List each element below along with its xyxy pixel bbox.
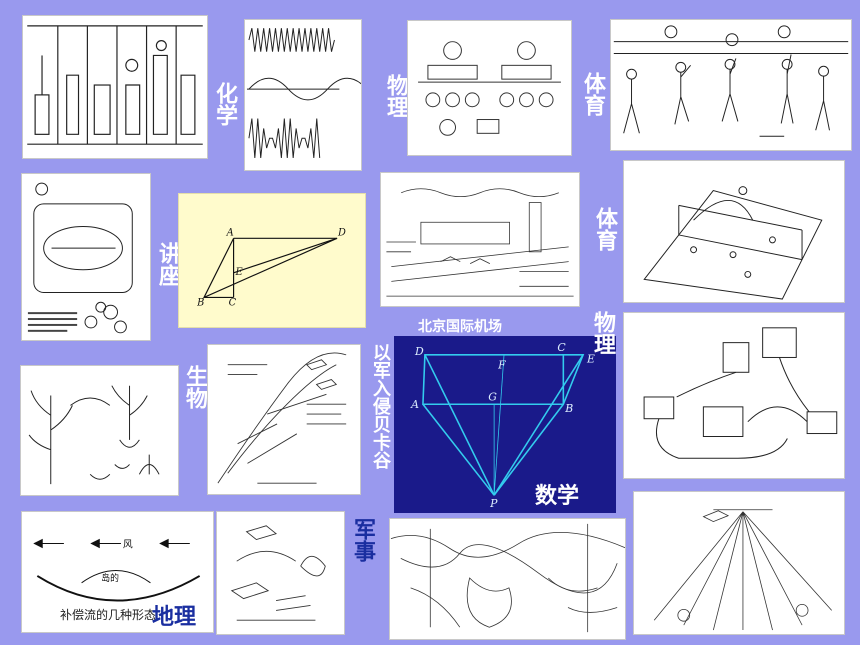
point-C: C	[557, 341, 566, 354]
label-math: 数学	[535, 484, 580, 509]
label-biology: 生物	[182, 365, 207, 409]
point-E: E	[235, 267, 244, 278]
point-B: B	[564, 402, 573, 415]
lecture-cell-diagram-image	[21, 173, 151, 341]
volleyball-players-image	[610, 19, 852, 151]
point-A: A	[226, 227, 234, 238]
geo-caption: 补偿流的几种形态	[60, 608, 157, 622]
military-sketch-image	[216, 511, 345, 635]
label-physics-top: 物理	[383, 74, 408, 118]
triangle-geometry-image: A D E B C	[178, 193, 366, 328]
label-military: 军事	[350, 518, 375, 562]
physics-circuit-image	[623, 312, 845, 479]
geo-wind-text: 风	[123, 538, 133, 550]
physics-wave-image	[244, 19, 362, 171]
label-airport: 北京国际机场	[418, 319, 502, 335]
chemistry-apparatus-image	[22, 15, 208, 159]
label-beqaa-invasion: 以军入侵贝卡谷	[370, 343, 391, 469]
beqaa-valley-map-image	[207, 344, 361, 495]
point-D: D	[337, 227, 346, 238]
beijing-airport-image	[380, 172, 580, 307]
terrain-map-image	[389, 518, 626, 640]
air-battle-diagram-image	[633, 491, 845, 635]
biology-plant-image	[20, 365, 179, 496]
label-lecture: 讲座	[155, 242, 180, 286]
point-D: D	[414, 345, 424, 358]
point-B: B	[196, 297, 204, 308]
geo-island-text: 岛的	[101, 572, 119, 584]
label-physics-right: 物理	[590, 311, 615, 355]
point-A: A	[410, 398, 419, 411]
physics-classroom-image	[407, 20, 572, 156]
geography-current-image: 风 岛的 补偿流的几种形态 地理	[21, 511, 214, 633]
math-pyramid-image: D C F E A G B P 数学	[394, 336, 616, 513]
point-G: G	[488, 390, 497, 403]
point-P: P	[489, 497, 498, 510]
label-chemistry: 化学	[212, 82, 237, 126]
pe-volleyball-court-image	[623, 160, 845, 303]
point-F: F	[497, 359, 506, 372]
label-pe-top: 体育	[580, 72, 605, 116]
point-C: C	[229, 297, 237, 308]
label-geography: 地理	[152, 605, 197, 630]
label-pe-mid: 体育	[592, 207, 617, 251]
point-E: E	[586, 353, 595, 366]
